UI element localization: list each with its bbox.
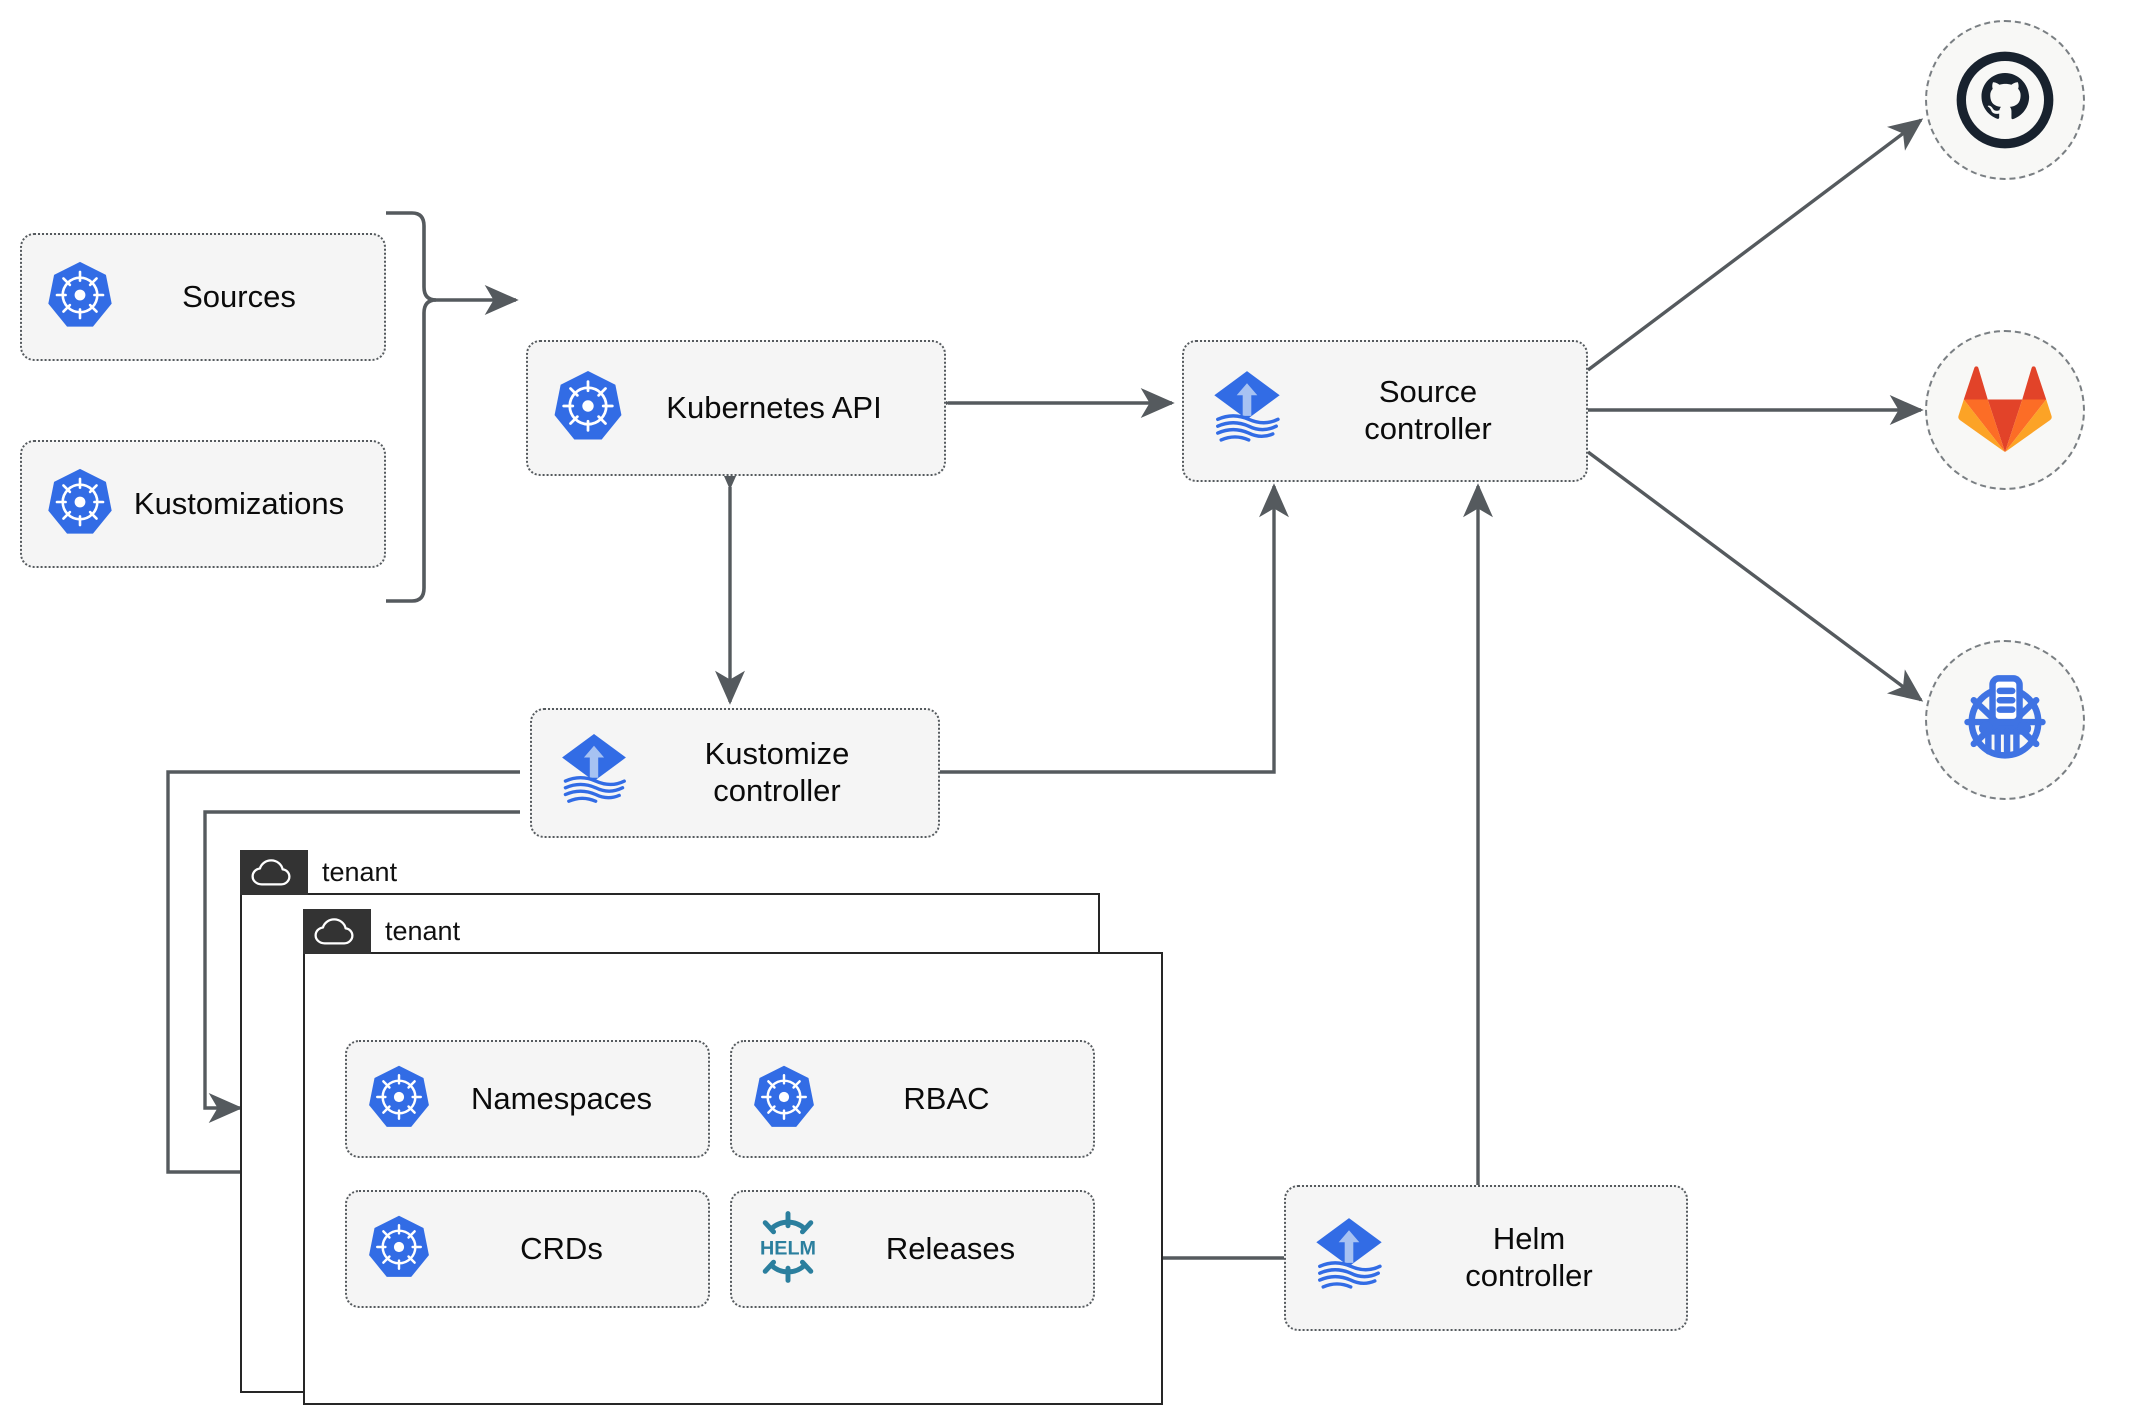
node-source-controller[interactable]: Source controller	[1182, 340, 1588, 482]
flux-icon	[1204, 366, 1290, 457]
node-helm-controller[interactable]: Helm controller	[1284, 1185, 1688, 1331]
tenant-tab-outer	[239, 850, 308, 895]
node-sources[interactable]: Sources	[20, 233, 386, 361]
cloud-icon	[313, 917, 354, 945]
node-label: Helm controller	[1465, 1221, 1593, 1293]
node-label: Kubernetes API	[666, 389, 882, 425]
kubernetes-icon	[365, 1063, 433, 1136]
external-gitlab[interactable]	[1925, 330, 2085, 490]
edge-kustomize-to-source	[940, 483, 1289, 774]
external-oci-registry[interactable]	[1925, 640, 2085, 800]
kubernetes-icon	[365, 1213, 433, 1286]
helm-repository-icon	[1964, 675, 2046, 759]
gitlab-icon	[1958, 366, 2052, 453]
node-kustomizations[interactable]: Kustomizations	[20, 440, 386, 568]
node-label: Kustomize controller	[704, 736, 850, 808]
edge-source-to-oci	[1586, 450, 1924, 702]
tenant-container-inner[interactable]: tenant	[302, 909, 1163, 1405]
node-releases[interactable]: HELM Releases	[730, 1190, 1095, 1308]
external-github[interactable]	[1925, 20, 2085, 180]
edge-brace-group	[386, 211, 437, 603]
kubernetes-icon	[44, 466, 116, 543]
node-namespaces[interactable]: Namespaces	[345, 1040, 710, 1158]
node-label: Kustomizations	[133, 485, 345, 521]
kubernetes-icon	[44, 259, 116, 336]
node-label: Sources	[182, 278, 296, 314]
svg-text:HELM: HELM	[760, 1237, 816, 1259]
node-label: Namespaces	[471, 1080, 652, 1116]
node-label: CRDs	[520, 1230, 603, 1266]
kubernetes-icon	[750, 1063, 818, 1136]
node-kustomize-controller[interactable]: Kustomize controller	[530, 708, 940, 838]
flux-icon	[1306, 1213, 1392, 1304]
node-crds[interactable]: CRDs	[345, 1190, 710, 1308]
tenant-tab-inner	[302, 909, 371, 954]
node-label: RBAC	[903, 1080, 990, 1116]
edge-source-to-github	[1586, 118, 1924, 372]
github-icon	[1956, 51, 2054, 149]
node-label: Releases	[885, 1230, 1016, 1266]
kubernetes-icon	[550, 368, 626, 449]
helm-icon: HELM	[750, 1209, 826, 1290]
cloud-icon	[250, 858, 291, 886]
flux-icon	[552, 729, 636, 818]
tenant-label-outer: tenant	[322, 857, 398, 887]
node-kubernetes-api[interactable]: Kubernetes API	[526, 340, 946, 476]
node-label: Source controller	[1364, 374, 1492, 446]
node-rbac[interactable]: RBAC	[730, 1040, 1095, 1158]
tenant-label-inner: tenant	[385, 916, 461, 946]
